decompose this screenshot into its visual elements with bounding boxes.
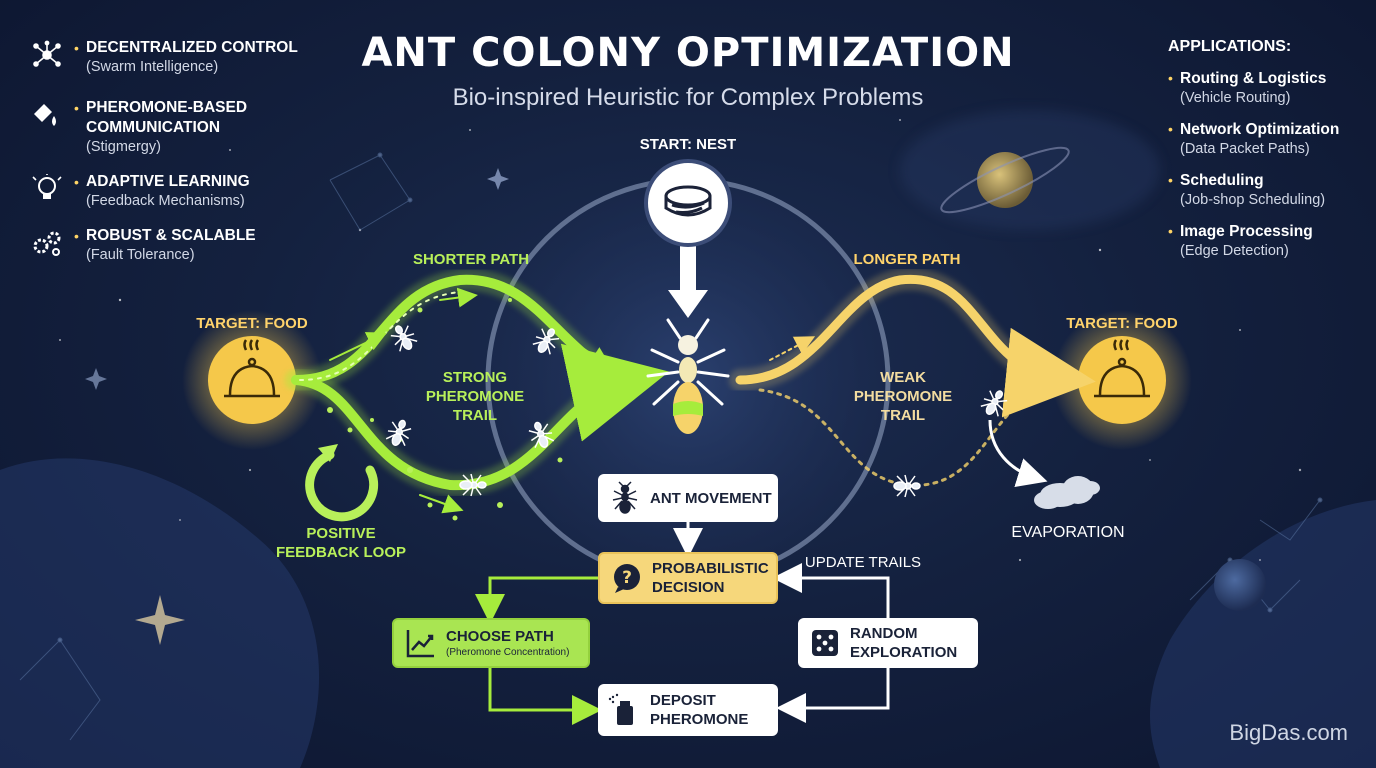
- probabilistic-decision-box: ? PROBABILISTIC DECISION: [598, 552, 778, 604]
- spray-bottle-icon: [608, 693, 633, 725]
- central-ant-icon: [646, 318, 730, 434]
- feature-robust: • ROBUST & SCALABLE (Fault Tolerance): [30, 226, 330, 276]
- question-bubble-icon: ?: [614, 564, 640, 593]
- cloche-icon: [1094, 339, 1150, 398]
- applications-heading: APPLICATIONS:: [1168, 38, 1292, 55]
- nest-icon: [664, 185, 712, 217]
- application-subtitle: (Job-shop Scheduling): [1180, 192, 1326, 208]
- feature-decentralized: • DECENTRALIZED CONTROL (Swarm Intellige…: [30, 38, 330, 88]
- gears-icon: [33, 231, 61, 256]
- application-title: Scheduling: [1180, 172, 1264, 189]
- target-food-right-label: TARGET: FOOD: [1066, 315, 1178, 332]
- page-subtitle: Bio-inspired Heuristic for Complex Probl…: [452, 84, 924, 111]
- ant-figures: [385, 325, 1008, 498]
- application-item: • Image Processing (Edge Detection): [1168, 223, 1313, 259]
- feature-title: DECENTRALIZED CONTROL: [86, 39, 298, 56]
- application-title: Network Optimization: [1180, 121, 1340, 138]
- feature-title: PHEROMONE-BASED COMMUNICATION: [86, 99, 248, 136]
- choose-path-box: CHOOSE PATH (Pheromone Concentration): [392, 618, 590, 668]
- target-food-left-label: TARGET: FOOD: [196, 315, 308, 332]
- feedback-loop-label: POSITIVE FEEDBACK LOOP: [275, 525, 406, 561]
- lightbulb-brain-icon: [32, 174, 62, 199]
- evaporation-label: EVAPORATION: [1011, 524, 1125, 541]
- update-trails-label: UPDATE TRAILS: [804, 554, 922, 571]
- nest-to-ant-arrow: [668, 246, 708, 318]
- cloud-icon: [1034, 476, 1100, 509]
- application-subtitle: (Vehicle Routing): [1180, 90, 1291, 106]
- start-nest-label: START: NEST: [639, 136, 737, 153]
- random-exploration-box: RANDOM EXPLORATION: [798, 618, 978, 668]
- deposit-pheromone-box: DEPOSIT PHEROMONE: [598, 684, 778, 736]
- shorter-path-label: SHORTER PATH: [412, 251, 530, 268]
- trend-chart-icon: [406, 630, 434, 658]
- page-title: ANT COLONY OPTIMIZATION: [361, 30, 1015, 76]
- pheromone-drop-icon: [34, 104, 56, 126]
- feature-title: ROBUST & SCALABLE: [86, 227, 256, 244]
- ant-movement-box: ANT MOVEMENT: [598, 474, 778, 522]
- longer-path-label: LONGER PATH: [853, 251, 961, 268]
- strong-trail-label: STRONG PHEROMONE TRAIL: [425, 369, 525, 424]
- cloche-icon: [224, 339, 280, 398]
- feature-pheromone: • PHEROMONE-BASED COMMUNICATION (Stigmer…: [30, 98, 330, 168]
- strong-path: [285, 268, 670, 514]
- food-right-circle: [1078, 336, 1166, 424]
- food-left-circle: [208, 336, 296, 424]
- application-subtitle: (Edge Detection): [1180, 243, 1289, 259]
- application-item: • Routing & Logistics (Vehicle Routing): [1168, 70, 1327, 106]
- feature-subtitle: (Swarm Intelligence): [86, 59, 219, 75]
- constellations: [19, 152, 1323, 741]
- application-title: Image Processing: [1180, 223, 1313, 240]
- nebula-right: [1150, 500, 1376, 768]
- feedback-loop-icon: [305, 444, 379, 522]
- dice-icon: [812, 630, 838, 656]
- feature-subtitle: (Stigmergy): [86, 139, 161, 155]
- sparkle-star-icon: [135, 595, 185, 645]
- application-subtitle: (Data Packet Paths): [1180, 141, 1310, 157]
- application-title: Routing & Logistics: [1180, 70, 1327, 87]
- application-item: • Network Optimization (Data Packet Path…: [1168, 121, 1340, 157]
- blue-planet: [1214, 559, 1266, 611]
- ringed-planet: [940, 146, 1070, 214]
- application-item: • Scheduling (Job-shop Scheduling): [1168, 172, 1326, 208]
- feature-subtitle: (Feedback Mechanisms): [86, 193, 245, 209]
- brand-watermark: BigDas.com: [1229, 720, 1348, 745]
- svg-text:?: ?: [622, 568, 632, 588]
- network-nodes-icon: [33, 40, 61, 67]
- ant-icon: [612, 481, 638, 514]
- feature-subtitle: (Fault Tolerance): [86, 247, 195, 263]
- feature-adaptive: • ADAPTIVE LEARNING (Feedback Mechanisms…: [30, 172, 330, 222]
- feature-title: ADAPTIVE LEARNING: [86, 173, 250, 190]
- weak-trail-label: WEAK PHEROMONE TRAIL: [853, 369, 953, 424]
